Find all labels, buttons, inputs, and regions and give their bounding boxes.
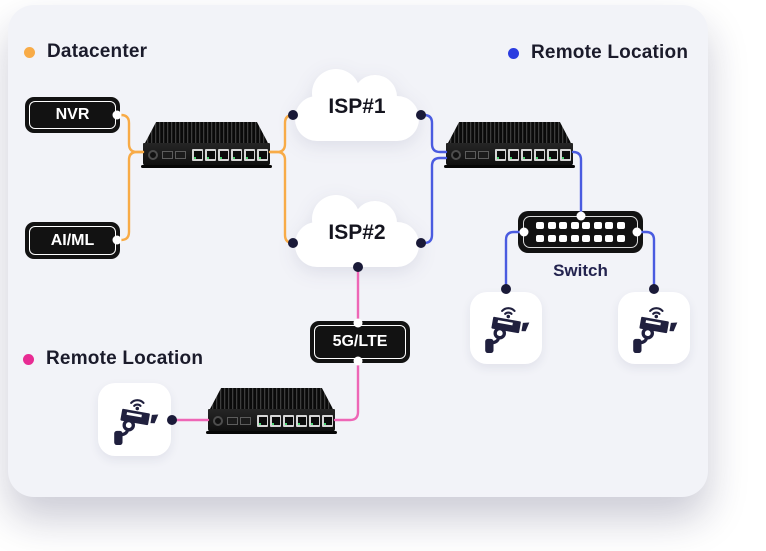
datacenter-label: Datacenter xyxy=(47,41,148,62)
router-power-button-icon xyxy=(148,149,158,160)
nvr-label: NVR xyxy=(55,106,90,123)
router-front-panel xyxy=(206,409,337,434)
datacenter-router xyxy=(141,122,272,168)
remote-location-bottom-label: Remote Location xyxy=(46,348,204,369)
ethernet-port-icon xyxy=(296,414,307,427)
sfp-port-icon xyxy=(175,150,186,159)
switch-device xyxy=(518,211,643,253)
ethernet-port-icon xyxy=(309,414,320,427)
nvr-node: NVR xyxy=(25,97,120,133)
5g-lte-label: 5G/LTE xyxy=(332,333,388,350)
cloud-icon xyxy=(295,195,419,267)
cctv-camera-icon xyxy=(109,394,161,446)
ethernet-port-icon xyxy=(283,414,294,427)
ai-ml-label: AI/ML xyxy=(50,231,95,249)
remote-camera-1 xyxy=(470,292,542,364)
isp1-label: ISP#1 xyxy=(328,95,386,118)
remote-location-top-label: Remote Location xyxy=(531,42,689,63)
cctv-camera-icon xyxy=(628,302,680,354)
ai-ml-node: AI/ML xyxy=(25,222,120,259)
router-heatsink xyxy=(210,388,333,409)
5g-lte-node: 5G/LTE xyxy=(310,321,410,363)
ethernet-port-icon xyxy=(270,414,281,427)
cctv-camera-icon xyxy=(480,302,532,354)
sfp-port-icon xyxy=(478,150,489,159)
sfp-port-icon xyxy=(227,416,238,425)
remote-location-router xyxy=(444,122,575,168)
legend-remote-location-top: Remote Location xyxy=(508,42,688,64)
router-front-panel xyxy=(444,143,575,168)
ethernet-port-icon xyxy=(192,148,203,161)
remote-location-lte-router xyxy=(206,388,337,434)
isp2-label: ISP#2 xyxy=(328,221,386,244)
datacenter-bullet-icon xyxy=(24,46,35,58)
ethernet-port-icon xyxy=(508,148,519,161)
remote-location-top-bullet-icon xyxy=(508,47,519,59)
router-power-button-icon xyxy=(451,149,461,160)
switch-label: Switch xyxy=(553,261,608,280)
ethernet-port-icon xyxy=(322,414,333,427)
ethernet-port-icon xyxy=(534,148,545,161)
ethernet-port-icon xyxy=(218,148,229,161)
remote-location-bottom-bullet-icon xyxy=(23,353,34,365)
switch-ports xyxy=(536,221,625,243)
router-heatsink xyxy=(145,122,268,143)
ethernet-port-icon xyxy=(244,148,255,161)
legend-remote-location-bottom: Remote Location xyxy=(23,348,203,370)
ethernet-port-icon xyxy=(257,414,268,427)
remote-camera-left xyxy=(98,383,171,456)
ethernet-port-icon xyxy=(495,148,506,161)
router-heatsink xyxy=(448,122,571,143)
ethernet-port-icon xyxy=(547,148,558,161)
isp2-cloud: ISP#2 xyxy=(291,189,423,269)
ethernet-port-icon xyxy=(257,148,268,161)
ethernet-port-icon xyxy=(231,148,242,161)
ethernet-port-icon xyxy=(560,148,571,161)
sfp-port-icon xyxy=(465,150,476,159)
ethernet-port-icon xyxy=(205,148,216,161)
sfp-port-icon xyxy=(240,416,251,425)
sfp-port-icon xyxy=(162,150,173,159)
isp1-cloud: ISP#1 xyxy=(291,63,423,143)
router-power-button-icon xyxy=(213,415,223,426)
cloud-icon xyxy=(295,69,419,141)
legend-datacenter: Datacenter xyxy=(24,41,147,63)
ethernet-port-icon xyxy=(521,148,532,161)
remote-camera-2 xyxy=(618,292,690,364)
router-front-panel xyxy=(141,143,272,168)
